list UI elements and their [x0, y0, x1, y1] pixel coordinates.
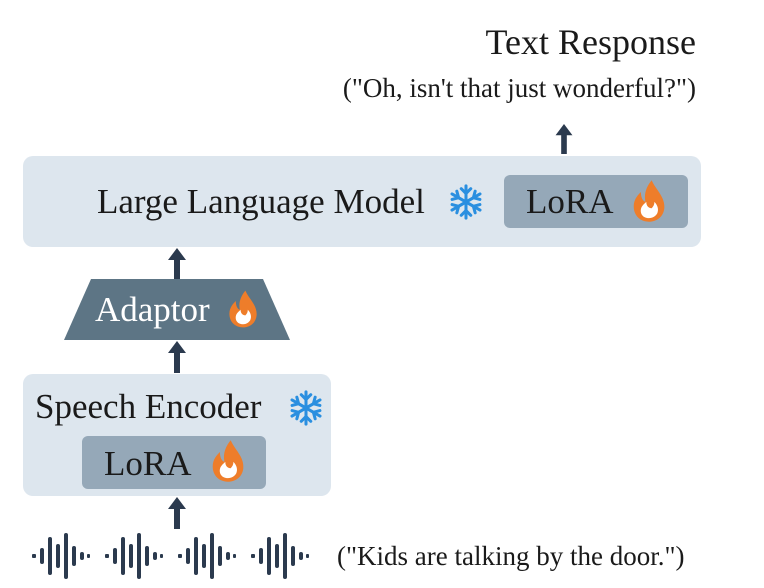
output-example-text: ("Oh, isn't that just wonderful?") [342, 73, 696, 103]
arrow-up-icon [168, 497, 186, 529]
waveform-icon [178, 533, 236, 579]
arrow-up-icon [555, 124, 573, 154]
arrow-up-icon [168, 248, 186, 280]
speech-encoder-label: Speech Encoder [35, 387, 262, 426]
waveform-icon [32, 533, 90, 579]
adaptor-block [64, 279, 290, 340]
adaptor-label: Adaptor [95, 290, 210, 329]
encoder-lora-label: LoRA [104, 444, 192, 483]
output-title: Text Response [485, 22, 696, 62]
flame-icon [631, 178, 667, 224]
arrow-up-icon [168, 341, 186, 373]
flame-icon [227, 288, 259, 330]
llm-lora-label: LoRA [526, 182, 614, 221]
input-example-text: ("Kids are talking by the door.") [337, 541, 685, 571]
flame-icon [210, 438, 246, 484]
llm-label: Large Language Model [97, 182, 425, 221]
snowflake-icon [287, 389, 325, 427]
waveform-icon [251, 533, 309, 579]
waveform-icon [105, 533, 163, 579]
snowflake-icon [447, 183, 485, 221]
waveform-group [32, 533, 322, 579]
